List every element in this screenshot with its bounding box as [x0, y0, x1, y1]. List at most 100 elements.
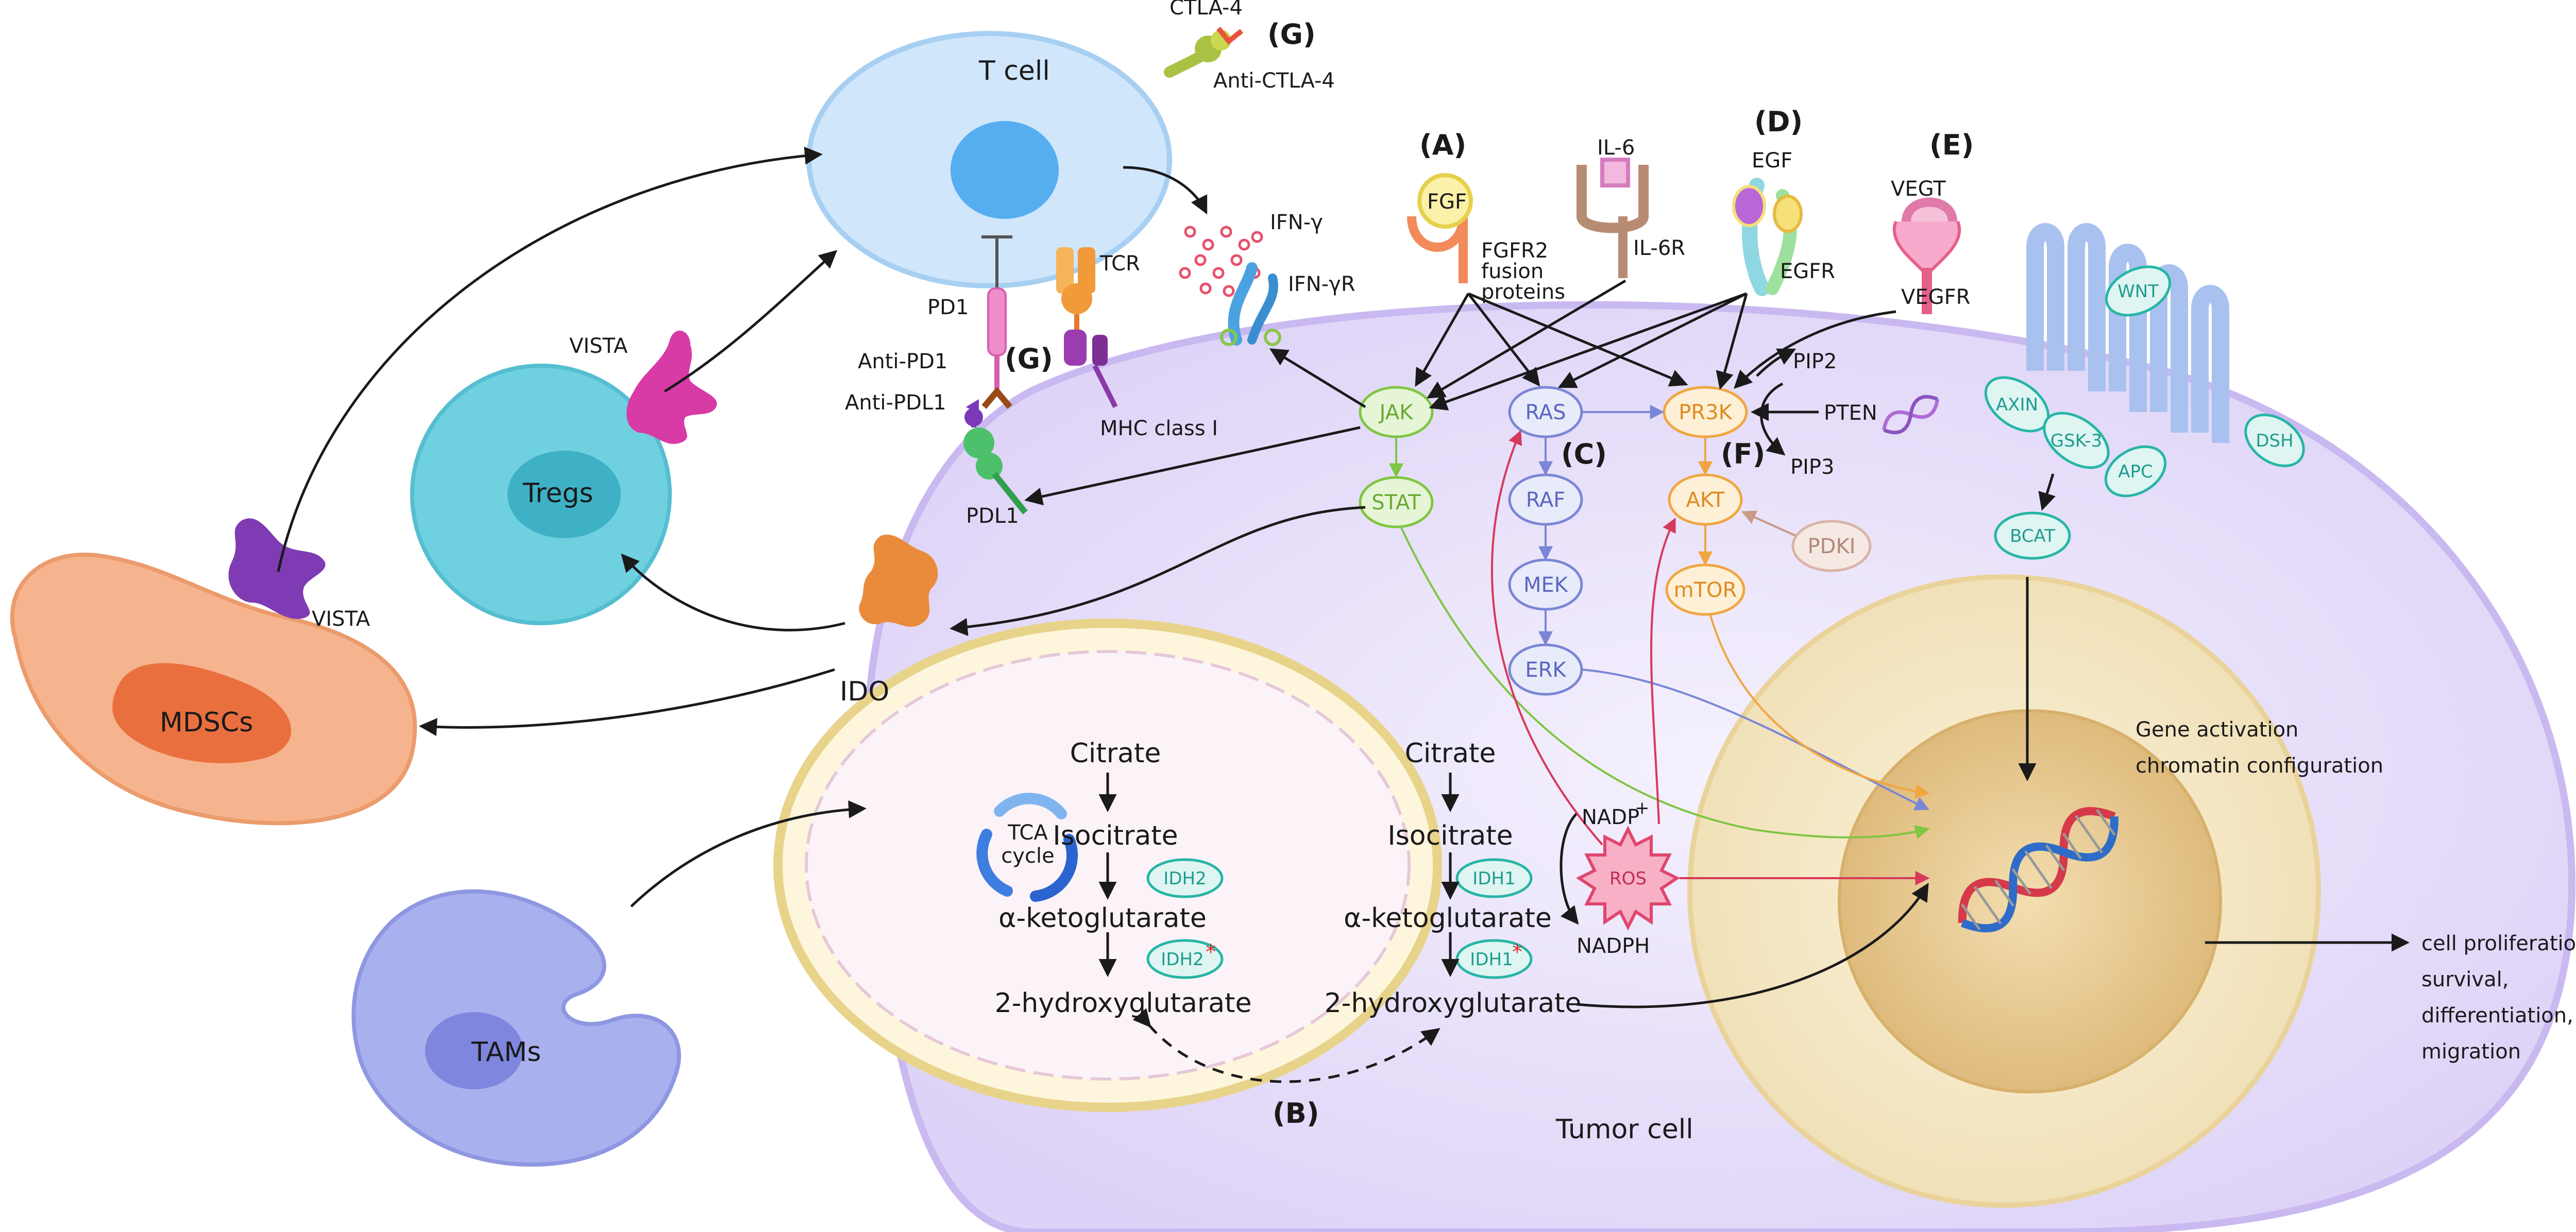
- pr3k-label: PR3K: [1679, 401, 1733, 424]
- nadp-label: NADP: [1582, 806, 1639, 829]
- vista-tregs-label: VISTA: [569, 334, 628, 358]
- idh2-mutation-mark: *: [1206, 940, 1216, 964]
- fgf-label: FGF: [1427, 190, 1467, 214]
- pdl1-ligand-icon: [963, 399, 1028, 515]
- mdscs-nucleus: [112, 663, 292, 763]
- dna-helix-icon: [1958, 807, 2119, 933]
- mhc-class-i-icon: [1064, 330, 1118, 408]
- idh2-mutant-badge[interactable]: [1146, 939, 1224, 979]
- pten-label: PTEN: [1824, 401, 1877, 425]
- ros-ras-arrow: [1490, 430, 1603, 846]
- nucleus-inner: [1838, 709, 2222, 1093]
- gene-activation-line1: Gene activation: [2136, 718, 2298, 742]
- idh2-mutant-label: IDH2: [1161, 949, 1204, 970]
- tcr-receptor-icon: [1056, 247, 1095, 330]
- pip2-label: PIP2: [1793, 350, 1837, 373]
- nadph-label: NADPH: [1577, 934, 1650, 958]
- fgfr2-label-line3: proteins: [1481, 280, 1565, 304]
- stat-nucleus-arrow: [1400, 527, 1930, 840]
- t-cell-label: T cell: [978, 56, 1050, 87]
- wnt-label: WNT: [2117, 281, 2159, 302]
- vista-mdscs-label: VISTA: [312, 607, 370, 631]
- akt-label: AKT: [1686, 488, 1725, 512]
- pdki-label: PDKI: [1808, 535, 1856, 558]
- mek-label: MEK: [1523, 573, 1569, 597]
- apc-node[interactable]: [2097, 437, 2174, 506]
- tumor-cell-label: Tumor cell: [1555, 1114, 1693, 1145]
- fgfr2-label-line2: fusion: [1481, 260, 1544, 283]
- idh2-label: IDH2: [1163, 868, 1206, 889]
- ifn-gamma-receptor-label: IFN-γR: [1288, 272, 1355, 296]
- tca-label-line2: cycle: [1001, 844, 1054, 868]
- il6-label: IL-6: [1597, 136, 1635, 160]
- ifn-gamma-receptor-icon: [1220, 262, 1281, 346]
- gsk3-label: GSK-3: [2050, 431, 2103, 451]
- pathway-nodes: [1146, 257, 2313, 979]
- jak-label: JAK: [1378, 401, 1414, 424]
- fgfr2-receptor-icon: [1407, 216, 1468, 283]
- pdki-node[interactable]: [1791, 520, 1872, 572]
- dsh-label: DSH: [2256, 431, 2293, 451]
- gene-activation-line2: chromatin configuration: [2136, 754, 2383, 778]
- hg-cyto-label: 2-hydroxyglutarate: [1325, 988, 1582, 1019]
- fgfr2-label-line1: FGFR2: [1481, 239, 1548, 263]
- ifn-gamma-label: IFN-γ: [1270, 211, 1323, 234]
- connector-arrows: [277, 146, 2410, 1083]
- ido-icon: [859, 534, 938, 627]
- hg-mito-label: 2-hydroxyglutarate: [995, 988, 1252, 1019]
- nadp-superscript: +: [1635, 798, 1650, 818]
- tams-nucleus: [425, 1012, 523, 1089]
- idh1-label: IDH1: [1472, 868, 1515, 889]
- panel-label-f: (F): [1721, 438, 1765, 470]
- pd1-receptor-icon: [981, 235, 1012, 409]
- outcome-line4: migration: [2421, 1040, 2521, 1064]
- wnt-receptor-icon: [2026, 223, 2229, 443]
- bcat-node[interactable]: [1994, 511, 2071, 560]
- panel-label-g-mid: (G): [1005, 343, 1053, 375]
- dsh-node[interactable]: [2236, 404, 2313, 476]
- panel-label-g-top: (G): [1267, 18, 1316, 50]
- tams-label: TAMs: [471, 1037, 541, 1068]
- wnt-node[interactable]: [2098, 257, 2177, 324]
- egfr-receptor-icon: [1732, 178, 1803, 296]
- axin-label: AXIN: [1996, 395, 2038, 415]
- egfr-label: EGFR: [1780, 260, 1835, 283]
- idh1-mutant-label: IDH1: [1470, 949, 1513, 970]
- anti-ctla4-label: Anti-CTLA-4: [1213, 69, 1335, 93]
- tregs-nucleus: [507, 451, 621, 538]
- stat-label: STAT: [1371, 491, 1421, 515]
- pten-dna-icon: [1882, 395, 1940, 435]
- ctla4-receptor-icon: [1164, 26, 1244, 78]
- tcr-label: TCR: [1099, 252, 1140, 276]
- vista-mdscs-icon: [228, 518, 326, 619]
- outcome-line3: differentiation,: [2421, 1004, 2573, 1028]
- idh1-badge[interactable]: [1455, 858, 1533, 898]
- vegt-label: VEGT: [1891, 177, 1946, 201]
- il6-receptor-icon: [1577, 158, 1649, 278]
- idh2-badge[interactable]: [1146, 858, 1224, 898]
- t-cell-nucleus: [951, 121, 1059, 219]
- ras-label: RAS: [1526, 401, 1566, 424]
- panel-label-e: (E): [1929, 129, 1974, 161]
- citrate-cyto-label: Citrate: [1405, 738, 1496, 769]
- mtor-label: mTOR: [1674, 578, 1737, 602]
- pip3-label: PIP3: [1790, 455, 1835, 479]
- outcome-line1: cell proliferation,: [2421, 932, 2576, 955]
- pdki-akt-arrow: [1741, 510, 1796, 537]
- pd1-label: PD1: [927, 296, 969, 319]
- citrate-mito-label: Citrate: [1070, 738, 1161, 769]
- mhc-label: MHC class I: [1100, 417, 1218, 440]
- isocitrate-cyto-label: Isocitrate: [1387, 820, 1513, 851]
- mdscs-label: MDSCs: [160, 707, 253, 738]
- idh1-mutation-mark: *: [1512, 940, 1522, 964]
- akg-mito-label: α-ketoglutarate: [998, 903, 1207, 934]
- vegfr-receptor-icon: [1893, 197, 1961, 314]
- egf-label: EGF: [1752, 149, 1792, 173]
- panel-label-c: (C): [1561, 438, 1607, 470]
- akg-cyto-label: α-ketoglutarate: [1344, 903, 1552, 934]
- vegfr-label: VEGFR: [1901, 285, 1970, 309]
- ctla4-label: CTLA-4: [1170, 0, 1243, 20]
- gsk3-node[interactable]: [2035, 402, 2119, 478]
- il6r-label: IL-6R: [1633, 236, 1685, 260]
